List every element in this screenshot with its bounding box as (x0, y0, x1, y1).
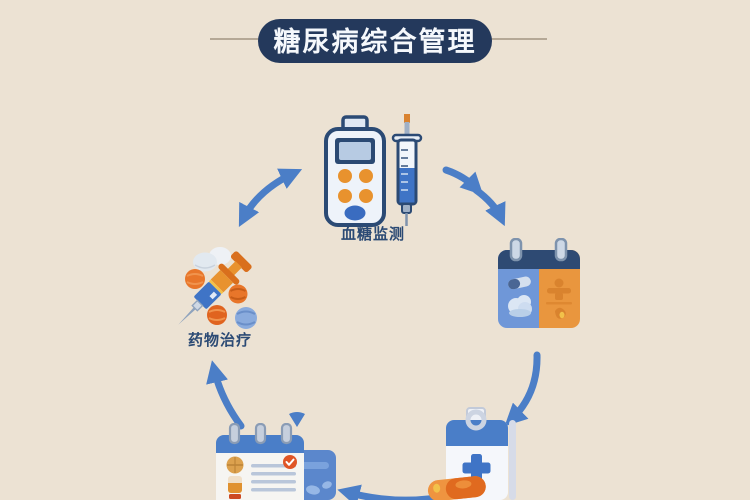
small-down-arrowhead (289, 412, 305, 427)
arrow-medication-glucose-bidirectional (238, 168, 303, 227)
capsule-pill-icon (427, 476, 486, 500)
glucose-meter-icon (324, 114, 423, 227)
arrow-calendar-to-clipboard (504, 351, 541, 427)
medication-treatment-label: 药物治疗 (187, 332, 252, 349)
arrow-record-to-medication (206, 360, 245, 430)
white-pills-icon (193, 247, 231, 272)
medication-icon (178, 247, 257, 329)
medication-log-icons (226, 456, 244, 499)
check-badge-icon (283, 455, 297, 469)
arrow-glucose-to-calendar-segment1 (442, 166, 484, 196)
test-syringe-icon (391, 114, 423, 226)
calendar-ring-icon (509, 238, 523, 262)
syringe-icon (178, 251, 252, 325)
orange-pill-icon (207, 305, 227, 325)
notepad-ring-icon (228, 423, 293, 445)
calendar-ring-icon (554, 238, 568, 262)
text-lines (251, 464, 296, 492)
capsule-icon (508, 276, 531, 290)
food-cloud-icon (508, 295, 532, 317)
clip-ring-icon (465, 409, 487, 431)
glucose-monitoring-label: 血糖监测 (340, 226, 405, 243)
lifestyle-calendar-icon (498, 238, 580, 328)
arrow-glucose-to-calendar-segment2 (472, 186, 506, 227)
medical-clipboard-icon (427, 407, 516, 500)
orange-pill-icon (228, 284, 248, 304)
health-record-icon (216, 423, 336, 500)
page-title: 糖尿病综合管理 (258, 19, 492, 63)
exercise-figure-icon (546, 278, 572, 319)
blue-pill-icon (235, 307, 257, 329)
orange-pill-icon (185, 269, 205, 289)
medical-cross-icon (462, 454, 491, 482)
